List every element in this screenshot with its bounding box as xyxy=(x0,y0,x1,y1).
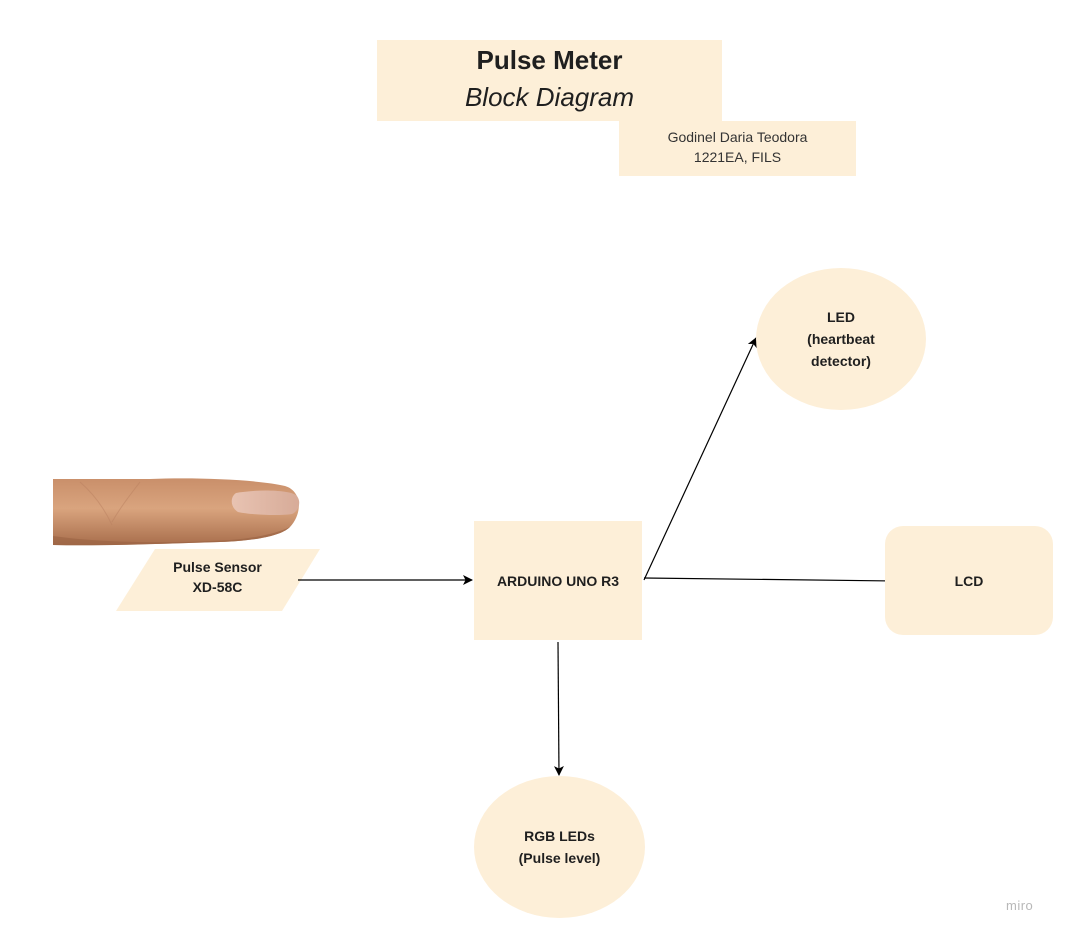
pulse-sensor-name: Pulse Sensor xyxy=(173,559,262,575)
title-block: Pulse Meter Block Diagram xyxy=(377,40,722,121)
arduino-label: ARDUINO UNO R3 xyxy=(496,572,620,589)
author-group: 1221EA, FILS xyxy=(693,149,782,165)
led-label-line3: detector) xyxy=(811,353,871,369)
finger-icon xyxy=(53,478,300,546)
diagram-title: Pulse Meter xyxy=(476,45,623,75)
arrow-arduino-to-led xyxy=(643,337,757,581)
pulse-sensor-label: Pulse Sensor XD-58C xyxy=(150,557,285,597)
led-node: LED (heartbeat detector) xyxy=(756,268,926,410)
rgb-label-line1: RGB LEDs xyxy=(524,828,595,844)
lcd-label: LCD xyxy=(954,572,984,589)
pulse-sensor-shape xyxy=(116,549,320,611)
miro-watermark: miro xyxy=(1006,898,1034,913)
rgb-label-line2: (Pulse level) xyxy=(518,850,601,866)
pulse-sensor-model: XD-58C xyxy=(192,579,243,595)
led-label-line1: LED xyxy=(827,309,855,325)
led-label-line2: (heartbeat xyxy=(807,331,875,347)
arrow-arduino-to-lcd xyxy=(643,575,896,586)
arrow-arduino-to-rgb xyxy=(553,641,564,776)
lcd-node: LCD xyxy=(885,526,1053,635)
author-block: Godinel Daria Teodora 1221EA, FILS xyxy=(619,121,856,176)
diagram-subtitle: Block Diagram xyxy=(464,82,635,112)
author-name: Godinel Daria Teodora xyxy=(667,129,808,145)
rgb-leds-node: RGB LEDs (Pulse level) xyxy=(474,776,645,918)
arduino-node: ARDUINO UNO R3 xyxy=(474,521,642,640)
